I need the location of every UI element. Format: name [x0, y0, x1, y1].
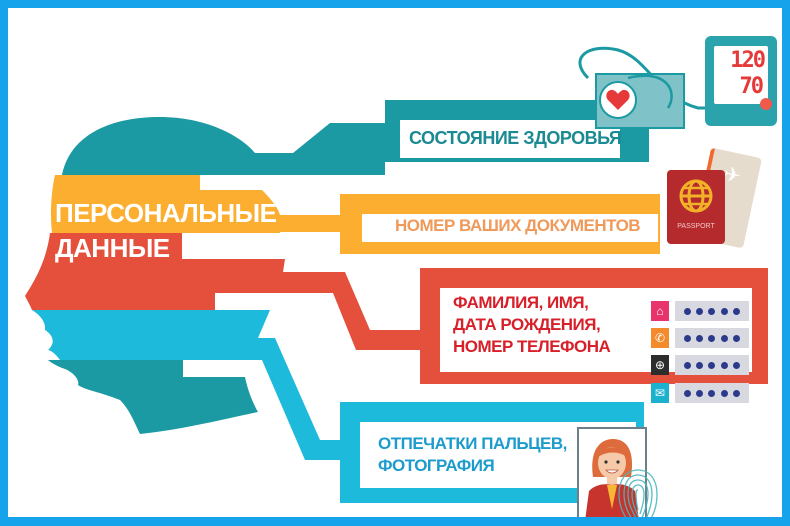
- bp-systolic: 120: [730, 48, 766, 73]
- bp-button: [760, 98, 772, 110]
- contact-field-mail: ✉: [651, 383, 749, 403]
- bp-screen: 120 70: [714, 46, 768, 104]
- personal-label: ФАМИЛИЯ, ИМЯ, ДАТА РОЖДЕНИЯ, НОМЕР ТЕЛЕФ…: [453, 292, 611, 358]
- bottom-mark: [325, 517, 347, 519]
- id-photo: [577, 427, 647, 517]
- documents-box: [362, 214, 658, 242]
- masked-value: [675, 383, 749, 403]
- biometrics-label-line-1: ОТПЕЧАТКИ ПАЛЬЦЕВ,: [378, 434, 567, 453]
- biometrics-label: ОТПЕЧАТКИ ПАЛЬЦЕВ, ФОТОГРАФИЯ: [378, 433, 567, 477]
- documents-label: НОМЕР ВАШИХ ДОКУМЕНТОВ: [395, 216, 641, 235]
- personal-label-line-1: ФАМИЛИЯ, ИМЯ,: [453, 293, 589, 312]
- globe-icon: ⊕: [651, 355, 669, 375]
- contact-field-home: ⌂: [651, 301, 749, 321]
- masked-value: [675, 301, 749, 321]
- contact-field-web: ⊕: [651, 355, 749, 375]
- phone-icon: ✆: [651, 328, 669, 348]
- personal-label-line-3: НОМЕР ТЕЛЕФОНА: [453, 337, 611, 356]
- passport-label: PASSPORT: [677, 223, 715, 230]
- title-line-1: ПЕРСОНАЛЬНЫЕ: [55, 198, 277, 228]
- person-portrait-icon: [585, 439, 639, 517]
- contact-field-phone: ✆: [651, 328, 749, 348]
- health-box: [400, 120, 620, 158]
- fingerprint-icon: [618, 469, 658, 517]
- masked-value: [675, 355, 749, 375]
- blood-pressure-illustration: [578, 46, 708, 129]
- health-label: СОСТОЯНИЕ ЗДОРОВЬЯ: [409, 128, 622, 148]
- bp-diastolic: 70: [739, 74, 764, 99]
- title-line-2: ДАННЫЕ: [55, 233, 170, 263]
- passport: PASSPORT: [667, 170, 725, 244]
- biometrics-label-line-2: ФОТОГРАФИЯ: [378, 456, 495, 475]
- mail-icon: ✉: [651, 383, 669, 403]
- globe-icon: [679, 179, 713, 213]
- masked-value: [675, 328, 749, 348]
- home-icon: ⌂: [651, 301, 669, 321]
- personal-label-line-2: ДАТА РОЖДЕНИЯ,: [453, 315, 601, 334]
- bp-monitor: 120 70: [705, 36, 777, 126]
